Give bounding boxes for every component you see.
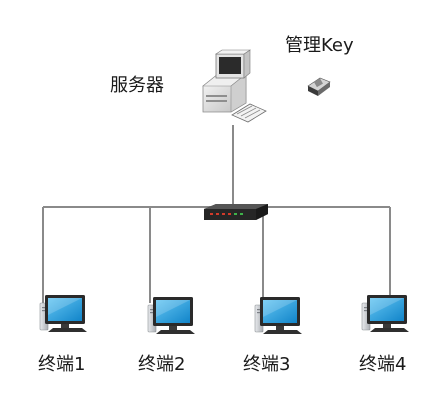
- server-icon: [202, 49, 267, 123]
- terminal-2-label: 终端2: [138, 354, 185, 375]
- terminal-3-icon: [254, 296, 303, 335]
- switch-icon: [204, 204, 268, 220]
- usb-key-icon: [307, 77, 331, 96]
- terminal-4-label: 终端4: [359, 354, 406, 375]
- key-label: 管理Key: [285, 35, 354, 56]
- terminal-1-icon: [39, 294, 88, 333]
- terminal-3-label: 终端3: [243, 354, 290, 375]
- terminal-2-icon: [147, 296, 196, 335]
- terminal-4-icon: [361, 294, 410, 333]
- terminal-1-label: 终端1: [38, 354, 85, 375]
- network-lines: [42, 125, 391, 303]
- server-label: 服务器: [110, 75, 164, 96]
